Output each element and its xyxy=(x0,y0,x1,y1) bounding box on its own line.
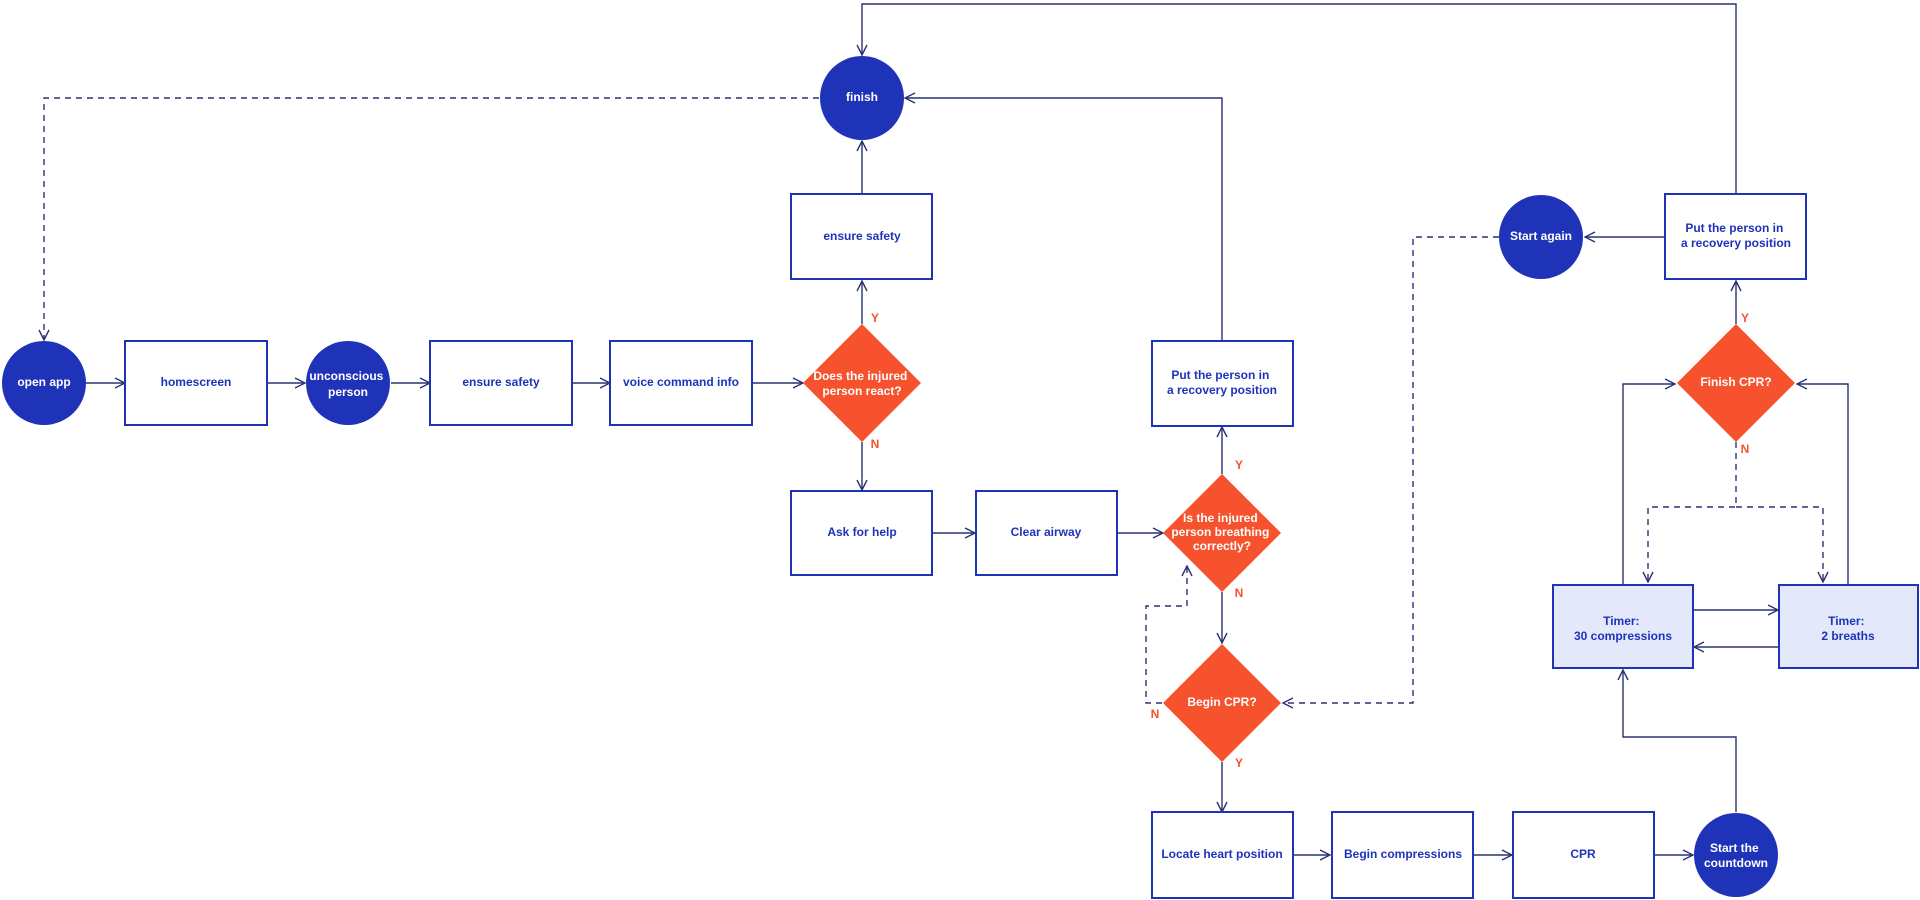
terminal-shape xyxy=(2,341,86,425)
q-breathing-label: Is the injured person breathing correctl… xyxy=(1171,511,1272,553)
node-recovery-position-2: Put the person in a recovery position xyxy=(1664,193,1807,280)
react-yes-label: Y xyxy=(871,311,879,325)
terminal-shape xyxy=(1499,195,1583,279)
process-box xyxy=(1331,811,1474,899)
process-box xyxy=(1151,811,1294,899)
timer-box xyxy=(1778,584,1919,669)
node-voice-command-info: voice command info xyxy=(609,340,753,426)
locate-heart-label: Locate heart position xyxy=(1161,847,1282,861)
node-unconscious-person: unconscious person xyxy=(306,341,390,425)
node-locate-heart: Locate heart position xyxy=(1151,811,1294,899)
timer-compressions-label: Timer: 30 compressions xyxy=(1574,614,1672,643)
branch-labels: Y N Y N N Y Y N xyxy=(871,311,1750,770)
decision-shape xyxy=(1677,324,1795,442)
edge-begincpr-no-breathing xyxy=(1145,566,1187,704)
edge-finishcpr-no-timercomp xyxy=(1648,442,1737,582)
edge-countdown-timercomp xyxy=(1623,670,1737,812)
terminal-shape xyxy=(1694,813,1778,897)
node-homescreen: homescreen xyxy=(124,340,268,426)
cpr-label: CPR xyxy=(1570,847,1596,861)
edge-recovery2-finish xyxy=(862,3,1737,194)
edge-timercomp-finishcpr xyxy=(1622,384,1675,584)
node-timer-compressions: Timer: 30 compressions xyxy=(1552,584,1694,669)
decision-does-injured-react: Does the injured person react? xyxy=(803,324,921,442)
node-timer-breaths: Timer: 2 breaths xyxy=(1778,584,1919,669)
clear-airway-label: Clear airway xyxy=(1011,525,1082,539)
open-app-label: open app xyxy=(17,375,70,389)
start-countdown-label: Start the countdown xyxy=(1704,841,1768,870)
timer-breaths-label: Timer: 2 breaths xyxy=(1821,614,1875,643)
finish-label: finish xyxy=(846,90,878,104)
edge-finishcpr-no-timerbreaths xyxy=(1736,506,1823,582)
react-no-label: N xyxy=(871,437,880,451)
finish-cpr-yes-label: Y xyxy=(1741,311,1749,325)
decision-begin-cpr: Begin CPR? xyxy=(1163,644,1281,762)
voice-command-info-label: voice command info xyxy=(623,375,739,389)
node-begin-compressions: Begin compressions xyxy=(1331,811,1474,899)
begin-cpr-yes-label: Y xyxy=(1235,756,1243,770)
recovery-2-label: Put the person in a recovery position xyxy=(1681,221,1791,250)
ensure-safety-2-label: ensure safety xyxy=(823,229,901,243)
process-box xyxy=(790,490,933,576)
terminal-shape xyxy=(820,56,904,140)
begin-compressions-label: Begin compressions xyxy=(1344,847,1462,861)
homescreen-label: homescreen xyxy=(161,375,232,389)
breathing-yes-label: Y xyxy=(1235,458,1243,472)
edge-finish-openapp xyxy=(44,97,819,340)
node-ensure-safety-2: ensure safety xyxy=(790,193,933,280)
q-begin-cpr-label: Begin CPR? xyxy=(1187,695,1256,709)
terminal-shape xyxy=(306,341,390,425)
process-box xyxy=(975,490,1118,576)
process-box xyxy=(790,193,933,280)
timer-box xyxy=(1552,584,1694,669)
ensure-safety-1-label: ensure safety xyxy=(462,375,540,389)
node-clear-airway: Clear airway xyxy=(975,490,1118,576)
edge-timerbreaths-finishcpr xyxy=(1797,384,1849,584)
process-box xyxy=(124,340,268,426)
start-again-label: Start again xyxy=(1510,229,1572,243)
node-start-countdown: Start the countdown xyxy=(1694,813,1778,897)
begin-cpr-no-label: N xyxy=(1151,707,1160,721)
process-box xyxy=(429,340,573,426)
node-cpr: CPR xyxy=(1512,811,1655,899)
q-react-label: Does the injured person react? xyxy=(813,369,910,398)
edges xyxy=(44,3,1849,855)
node-start-again: Start again xyxy=(1499,195,1583,279)
ask-for-help-label: Ask for help xyxy=(827,525,896,539)
decision-shape xyxy=(1163,474,1281,592)
node-open-app: open app xyxy=(2,341,86,425)
q-finish-cpr-label: Finish CPR? xyxy=(1700,375,1771,389)
process-box xyxy=(1512,811,1655,899)
finish-cpr-no-label: N xyxy=(1741,442,1750,456)
edge-startagain-begincpr xyxy=(1283,236,1499,703)
decision-breathing-correctly: Is the injured person breathing correctl… xyxy=(1163,474,1281,592)
process-box xyxy=(609,340,753,426)
decision-shape xyxy=(803,324,921,442)
process-box xyxy=(1151,340,1294,427)
unconscious-person-label: unconscious person xyxy=(309,369,386,399)
node-finish: finish xyxy=(820,56,904,140)
decision-shape xyxy=(1163,644,1281,762)
edge-recovery1-finish xyxy=(905,98,1223,340)
decision-finish-cpr: Finish CPR? xyxy=(1677,324,1795,442)
node-ask-for-help: Ask for help xyxy=(790,490,933,576)
node-ensure-safety-1: ensure safety xyxy=(429,340,573,426)
node-recovery-position-1: Put the person in a recovery position xyxy=(1151,340,1294,427)
process-box xyxy=(1664,193,1807,280)
breathing-no-label: N xyxy=(1235,586,1244,600)
recovery-1-label: Put the person in a recovery position xyxy=(1167,368,1277,397)
